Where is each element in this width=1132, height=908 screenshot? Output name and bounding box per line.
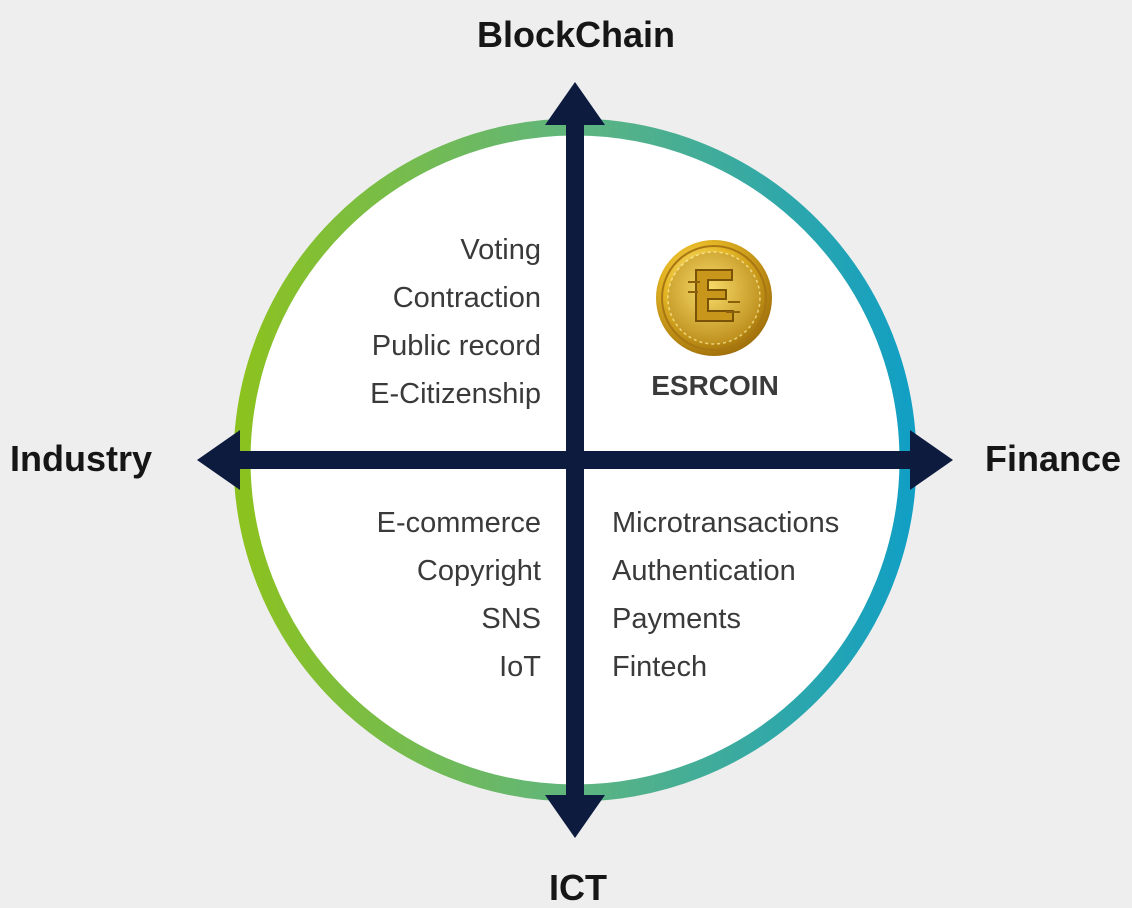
- down-arrow-icon: [545, 795, 605, 838]
- axis-label-left: Industry: [10, 438, 153, 479]
- list-item: Voting: [460, 234, 541, 266]
- up-arrow-icon: [545, 82, 605, 125]
- list-item: Fintech: [612, 651, 708, 683]
- quadrant-bottom-right-list: Microtransactions Authentication Payment…: [612, 499, 839, 691]
- list-item: Contraction: [392, 282, 541, 314]
- list-item: Payments: [612, 603, 741, 635]
- list-item: Microtransactions: [612, 507, 840, 539]
- list-item: E-commerce: [376, 507, 541, 539]
- axis-label-bottom: ICT: [549, 867, 607, 908]
- axis-label-top: BlockChain: [476, 14, 676, 55]
- left-arrow-icon: [197, 430, 240, 490]
- quadrant-bottom-left-list: E-commerce Copyright SNS IoT: [377, 499, 541, 691]
- right-arrow-icon: [910, 430, 953, 490]
- vertical-axis: [545, 82, 605, 838]
- esrcoin-coin-icon: [656, 240, 772, 356]
- list-item: Authentication: [612, 555, 796, 587]
- list-item: Public record: [371, 330, 541, 362]
- list-item: IoT: [499, 651, 541, 683]
- list-item: E-Citizenship: [370, 378, 541, 410]
- coin-label: ESRCOIN: [651, 370, 779, 401]
- list-item: SNS: [481, 603, 541, 635]
- quadrant-top-left-list: Voting Contraction Public record E-Citiz…: [370, 226, 541, 418]
- axis-label-right: Finance: [985, 438, 1122, 479]
- list-item: Copyright: [416, 555, 541, 587]
